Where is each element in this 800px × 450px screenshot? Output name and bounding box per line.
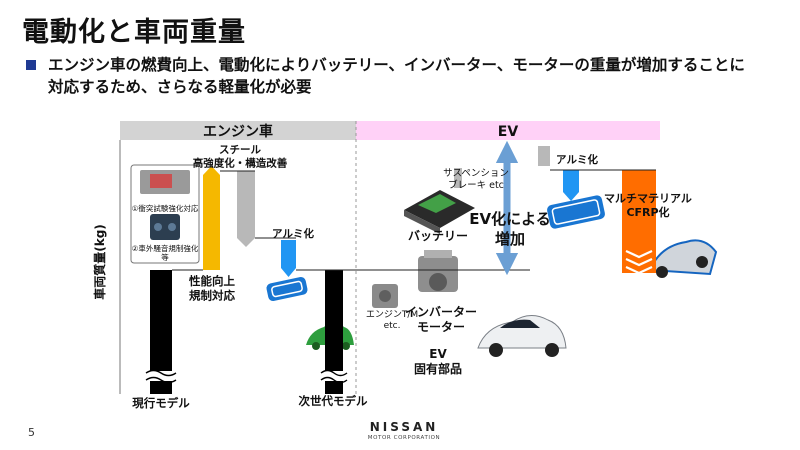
engine-icon	[372, 284, 398, 308]
section-band-1	[356, 121, 660, 140]
step-label-0: 現行モデル	[132, 396, 190, 410]
logo-subtitle: MOTOR CORPORATION	[367, 435, 441, 441]
nissan-logo: NISSAN MOTOR CORPORATION	[364, 420, 444, 441]
bullet-line-1: エンジン車の燃費向上、電動化によりバッテリー、インバーター、モーターの重量が増加…	[48, 56, 745, 74]
battery-pack-icon	[404, 190, 475, 234]
bar-suspension	[538, 146, 550, 166]
step-label-1: 性能向上規制対応	[189, 274, 235, 303]
bar-4	[320, 270, 348, 394]
inverter-motor-icon	[418, 250, 458, 292]
step-label-8: サスペンションブレーキ etc	[443, 168, 509, 191]
bar-9	[563, 170, 579, 201]
bar-battery	[454, 168, 462, 188]
ev-car-icon	[477, 315, 567, 357]
logo-wordmark: NISSAN	[369, 420, 439, 434]
annotation-reinforcement-1: ①衝突試験強化対応	[132, 203, 199, 213]
reinforcement-photo-box	[130, 164, 200, 264]
page-title: 電動化と車両重量	[22, 17, 246, 48]
section-label-1: EV	[498, 124, 519, 140]
annotation-ev-increase: EV化による増加	[469, 210, 550, 248]
section-band-0	[120, 121, 356, 140]
step-label-7: バッテリー	[408, 229, 468, 243]
bar-1	[203, 166, 220, 270]
cfrp-frame-icon	[648, 239, 718, 278]
step-label-9: アルミ化	[556, 153, 598, 166]
bar-10	[622, 170, 656, 275]
section-label-0: エンジン車	[203, 123, 273, 140]
body-frame-icon-1	[266, 276, 308, 302]
body-frame-icon-2	[547, 195, 605, 229]
bullet-line-2: 対応するため、さらなる軽量化が必要	[48, 78, 312, 96]
step-label-6: インバーターモーター	[405, 305, 477, 334]
bullet-text: エンジン車の燃費向上、電動化によりバッテリー、インバーター、モーターの重量が増加…	[48, 54, 748, 98]
step-label-2: スチール高強度化・構造改善	[193, 144, 288, 170]
bullet-square	[26, 60, 36, 70]
step-label-3: アルミ化	[272, 227, 314, 240]
y-axis-label: 車両質量(kg)	[92, 224, 107, 300]
annotation-reinforcement-2: ②車外騒音規制強化等	[132, 243, 199, 262]
bar-2	[237, 171, 255, 247]
step-label-4: 次世代モデル	[299, 394, 368, 408]
page-number: 5	[28, 426, 35, 439]
bar-0	[145, 270, 177, 394]
bar-3	[281, 240, 296, 277]
